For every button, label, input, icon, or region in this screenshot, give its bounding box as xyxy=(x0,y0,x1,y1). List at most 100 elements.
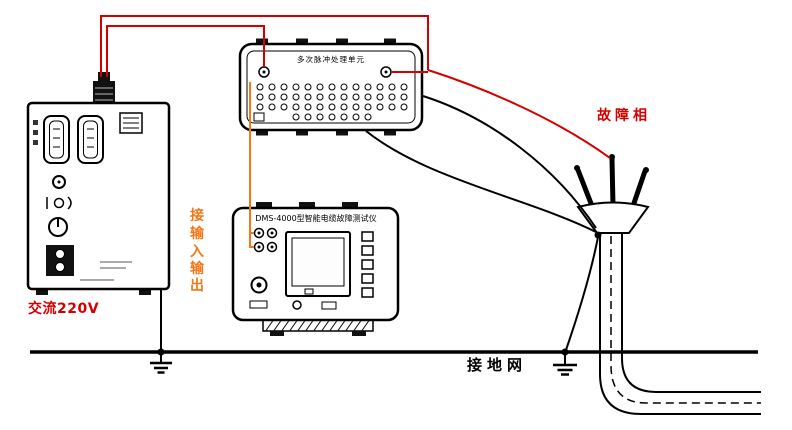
unit-lug xyxy=(336,128,348,136)
unit-lug xyxy=(384,38,396,46)
terminal-hole xyxy=(256,83,264,91)
hatch-line xyxy=(353,320,362,331)
hatch-line xyxy=(345,320,354,331)
prong-tip xyxy=(574,165,580,171)
terminal-hole xyxy=(376,103,384,111)
cable-body-fill xyxy=(600,233,761,414)
terminal-hole xyxy=(292,103,300,111)
unit-indicator xyxy=(253,112,265,122)
hatch-line xyxy=(361,320,370,331)
terminal-post-left xyxy=(258,66,270,78)
wires xyxy=(100,15,611,356)
unit-lug xyxy=(256,38,268,46)
cable-core-prong-left xyxy=(575,167,595,209)
terminal-hole xyxy=(328,93,336,101)
tester-lug xyxy=(256,202,272,209)
terminal-hole xyxy=(340,113,348,121)
terminal-hole xyxy=(328,113,336,121)
prong-tip xyxy=(609,154,615,160)
unit-lug xyxy=(336,38,348,46)
terminal-hole xyxy=(304,93,312,101)
terminal-hole xyxy=(268,83,276,91)
tester-lug xyxy=(342,202,358,209)
tester-port xyxy=(321,301,337,310)
terminal-hole xyxy=(376,83,384,91)
hatch-line xyxy=(313,320,322,331)
cable-fault-tester: DMS-4000型智能电缆故障测试仪 xyxy=(231,202,400,336)
tester-port xyxy=(249,300,268,309)
terminal-hole xyxy=(388,103,396,111)
terminal-post-right xyxy=(380,66,392,78)
hatch-line xyxy=(297,320,306,331)
terminal-hole xyxy=(400,93,408,101)
hatch-line xyxy=(329,320,338,331)
underground-cable xyxy=(599,233,761,415)
terminal-hole-grid xyxy=(256,83,408,121)
power-knob xyxy=(48,217,68,237)
terminal-hole xyxy=(316,83,324,91)
io-char: 入 xyxy=(190,244,204,260)
panel-marking xyxy=(33,140,38,145)
terminal-hole xyxy=(316,113,324,121)
ground-bus: 接地网 xyxy=(30,350,758,376)
unit-lug xyxy=(256,128,268,136)
junction-dot xyxy=(157,348,165,356)
terminal-hole xyxy=(340,103,348,111)
black-wire-unit-bottom-to-cable xyxy=(365,130,597,233)
tester-screen xyxy=(285,231,351,297)
terminal-hole xyxy=(256,103,264,111)
terminal-hole xyxy=(376,93,384,101)
tester-connector xyxy=(250,276,268,294)
panel-marking xyxy=(33,130,38,135)
terminal-hole xyxy=(364,83,372,91)
hatch-line xyxy=(273,320,282,331)
tester-keypad-left xyxy=(253,227,278,253)
tester-lug xyxy=(299,202,315,209)
terminal-hole xyxy=(280,103,288,111)
terminal-hole xyxy=(352,113,360,121)
tester-buzzer xyxy=(292,300,302,310)
terminal-block xyxy=(46,245,74,276)
terminal-hole xyxy=(304,103,312,111)
termination-funnel xyxy=(576,201,650,234)
terminal-hole xyxy=(400,103,408,111)
terminal-hole xyxy=(292,83,300,91)
cable-core-prong-right xyxy=(630,168,648,209)
pulse-processing-unit: 多次脉冲处理单元 xyxy=(238,38,424,136)
terminal-hole xyxy=(304,83,312,91)
terminal-hole xyxy=(280,93,288,101)
io-direction-label: 接 输 入 输 出 xyxy=(190,207,205,294)
terminal-hole xyxy=(328,103,336,111)
left-power-device: 交流220V xyxy=(26,72,171,352)
device-foot-right xyxy=(139,289,151,295)
terminal-hole xyxy=(340,83,348,91)
terminal-hole xyxy=(268,93,276,101)
terminal-hole xyxy=(364,103,372,111)
unit-lug xyxy=(296,128,308,136)
small-button xyxy=(53,197,65,209)
terminal-hole xyxy=(316,93,324,101)
junction-dot xyxy=(561,348,569,356)
fault-phase-label: 故障相 xyxy=(597,107,651,124)
terminal-hole xyxy=(340,93,348,101)
hatch-line xyxy=(265,320,274,331)
tester-base-hatch xyxy=(265,320,370,331)
terminal-hole xyxy=(352,93,360,101)
hatch-line xyxy=(321,320,330,331)
junction-dot xyxy=(594,231,602,239)
terminal-hole xyxy=(292,93,300,101)
pulse-unit-title: 多次脉冲处理单元 xyxy=(297,54,365,64)
terminal-hole xyxy=(352,83,360,91)
prong-tip xyxy=(643,167,649,173)
io-char: 输 xyxy=(190,225,205,242)
terminal-hole xyxy=(256,93,264,101)
terminal-hole xyxy=(328,83,336,91)
device-switch-module xyxy=(119,112,143,134)
device-foot-left xyxy=(36,289,48,295)
ac-plug-neck xyxy=(98,72,110,82)
terminal-hole xyxy=(292,113,300,121)
unit-inner-frame xyxy=(246,50,416,124)
hatch-line xyxy=(289,320,298,331)
cable-outer-edge xyxy=(599,233,761,415)
